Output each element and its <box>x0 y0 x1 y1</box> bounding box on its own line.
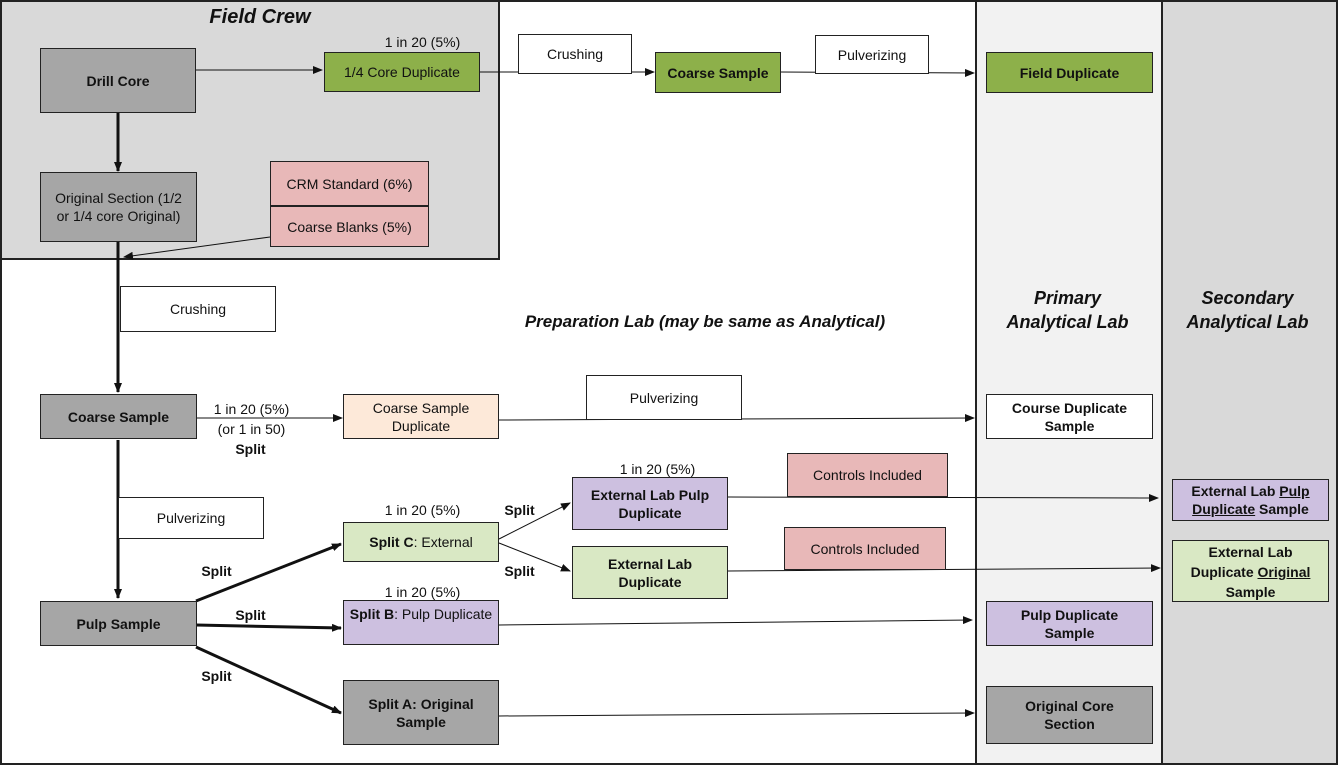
arrow-split-b-to-primary <box>498 616 973 626</box>
ext-pulp-sample-text-u2: Duplicate <box>1192 501 1256 517</box>
primary-lab-title: Primary Analytical Lab <box>1006 288 1129 332</box>
coarse-blanks-box: Coarse Blanks (5%) <box>270 206 429 247</box>
field-duplicate-box: Field Duplicate <box>986 52 1153 93</box>
pulverizing-top-label: Pulverizing <box>815 35 929 74</box>
pulverizing-left-label: Pulverizing <box>118 497 264 539</box>
rate-ext-pulp-label: 1 in 20 (5%) <box>619 461 696 477</box>
rate-split-c-label: 1 in 20 (5%) <box>384 502 461 518</box>
split-b-title: Split B <box>349 606 395 622</box>
split-a-box: Split A: Original Sample <box>343 680 499 745</box>
rate-quarter-core-label: 1 in 20 (5%) <box>384 34 461 50</box>
rate-coarse-label: 1 in 20 (5%) <box>213 401 290 417</box>
split-to-a-label: Split <box>201 668 232 684</box>
ext-pulp-sample-text-a: External Lab <box>1191 483 1276 499</box>
split-c-title: Split C <box>369 534 414 550</box>
coarse-sample-duplicate-box: Coarse Sample Duplicate <box>343 394 499 439</box>
original-core-section-box: Original Core Section <box>986 686 1153 744</box>
preparation-lab-title: Preparation Lab (may be same as Analytic… <box>480 310 930 334</box>
ext-dup-orig-text-b: Duplicate <box>1190 564 1254 580</box>
crushing-mid-label: Crushing <box>120 286 276 332</box>
split-coarse-label: Split <box>235 441 266 457</box>
preparation-lab-title-bold: Preparation Lab <box>524 312 655 331</box>
course-duplicate-sample-box: Course Duplicate Sample <box>986 394 1153 439</box>
controls-included-2-box: Controls Included <box>784 527 946 570</box>
pulp-duplicate-sample-box: Pulp Duplicate Sample <box>986 601 1153 646</box>
controls-included-1-box: Controls Included <box>787 453 948 497</box>
field-crew-title: Field Crew <box>209 6 311 28</box>
arrow-pulp-to-split-c <box>195 542 342 603</box>
pulp-sample-box: Pulp Sample <box>40 601 197 646</box>
crushing-top-label: Crushing <box>518 34 632 74</box>
split-b-box: Split B: Pulp Duplicate <box>343 600 499 645</box>
arrow-blanks-to-main <box>123 236 271 260</box>
ext-dup-orig-text-a: External Lab <box>1208 544 1293 560</box>
original-section-box: Original Section (1/2 or 1/4 core Origin… <box>40 172 197 242</box>
external-lab-pulp-duplicate-sample-box: External Lab Pulp Duplicate Sample <box>1172 479 1329 521</box>
rate-coarse-alt-label: (or 1 in 50) <box>217 421 286 437</box>
coarse-sample-box: Coarse Sample <box>40 394 197 439</box>
drill-core-box: Drill Core <box>40 48 196 113</box>
arrow-split-c-to-ext-dup <box>498 542 571 572</box>
arrow-split-c-to-ext-pulp <box>498 502 571 540</box>
preparation-lab-title-note: (may be same as Analytical) <box>659 312 886 331</box>
secondary-lab-title: Secondary Analytical Lab <box>1186 288 1309 332</box>
ext-pulp-sample-text-u1: Pulp <box>1279 483 1310 499</box>
external-lab-pulp-duplicate-box: External Lab Pulp Duplicate <box>572 477 728 530</box>
split-ext-pulp-label: Split <box>504 502 535 518</box>
split-to-b-label: Split <box>235 607 266 623</box>
arrow-ext-pulp-to-secondary <box>727 493 1159 502</box>
ext-pulp-sample-text-b: Sample <box>1259 501 1309 517</box>
ext-dup-orig-text-u: Original <box>1257 564 1311 580</box>
split-b-rest: : Pulp Duplicate <box>394 606 493 622</box>
external-lab-duplicate-original-sample-box: External Lab Duplicate Original Sample <box>1172 540 1329 602</box>
split-c-box: Split C: External <box>343 522 499 562</box>
arrow-pulp-to-split-a <box>195 645 342 715</box>
quarter-core-duplicate-box: 1/4 Core Duplicate <box>324 52 480 92</box>
secondary-lab-zone <box>1161 0 1338 765</box>
rate-split-b-label: 1 in 20 (5%) <box>384 584 461 600</box>
split-ext-dup-label: Split <box>504 563 535 579</box>
split-c-rest: : External <box>413 534 473 550</box>
pulverizing-mid-label: Pulverizing <box>586 375 742 420</box>
coarse-sample-top-box: Coarse Sample <box>655 52 781 93</box>
external-lab-duplicate-box: External Lab Duplicate <box>572 546 728 599</box>
arrow-pulp-to-split-b <box>195 623 342 632</box>
split-to-c-label: Split <box>201 563 232 579</box>
crm-standard-box: CRM Standard (6%) <box>270 161 429 206</box>
ext-dup-orig-text-c: Sample <box>1225 584 1276 600</box>
arrow-split-a-to-primary <box>498 709 975 718</box>
